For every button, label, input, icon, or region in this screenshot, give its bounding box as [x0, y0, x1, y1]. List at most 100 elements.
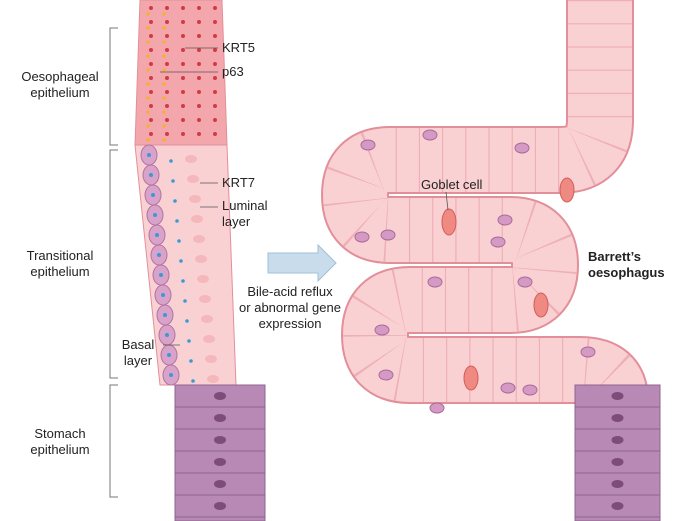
p63-marker [162, 96, 166, 100]
krt7-marker [163, 313, 167, 317]
krt7-marker [159, 273, 163, 277]
nucleus [214, 458, 226, 466]
p63-marker [162, 68, 166, 72]
p63-marker [162, 12, 166, 16]
krt7-marker [185, 319, 189, 323]
goblet-cell [559, 177, 575, 203]
luminal-nucleus [185, 155, 197, 163]
krt7-marker [157, 253, 161, 257]
krt5-marker [165, 76, 169, 80]
p63-marker [162, 110, 166, 114]
krt7-marker [183, 299, 187, 303]
stomach-epithelium-right [574, 384, 661, 521]
nucleus [380, 229, 396, 241]
p63-marker [162, 82, 166, 86]
krt5-marker [165, 90, 169, 94]
krt7-marker [175, 219, 179, 223]
krt7-marker [151, 193, 155, 197]
krt5-marker [197, 90, 201, 94]
nucleus [360, 139, 376, 151]
krt5-marker [149, 34, 153, 38]
p63-marker [162, 40, 166, 44]
p63-marker [146, 124, 150, 128]
krt7-marker [169, 373, 173, 377]
krt5-marker [149, 104, 153, 108]
krt7-marker [191, 379, 195, 383]
p63-marker [162, 124, 166, 128]
nucleus [611, 436, 624, 444]
label-krt7: KRT7 [222, 175, 255, 190]
label-goblet-cell: Goblet cell [421, 177, 483, 192]
krt5-marker [181, 118, 185, 122]
krt5-marker [181, 76, 185, 80]
krt5-marker [197, 6, 201, 10]
krt7-marker [153, 213, 157, 217]
krt5-marker [197, 62, 201, 66]
krt5-marker [165, 132, 169, 136]
krt5-marker [165, 118, 169, 122]
p63-marker [162, 138, 166, 142]
nucleus [354, 231, 370, 243]
leader-lines [160, 47, 449, 346]
stomach-epithelium-tissue [174, 384, 266, 521]
krt5-marker [149, 90, 153, 94]
krt5-marker [213, 20, 217, 24]
bracket-transitional [109, 149, 118, 379]
luminal-nucleus [207, 375, 219, 383]
krt5-marker [165, 34, 169, 38]
luminal-nucleus [189, 195, 201, 203]
krt5-marker [181, 6, 185, 10]
krt5-marker [197, 118, 201, 122]
krt5-marker [165, 48, 169, 52]
basal-layer-cells [140, 144, 219, 386]
goblet-cell [463, 365, 479, 391]
krt5-marker [165, 104, 169, 108]
krt5-marker [213, 48, 217, 52]
luminal-nucleus [193, 235, 205, 243]
nucleus [214, 414, 226, 422]
krt7-marker [177, 239, 181, 243]
krt5-marker [181, 62, 185, 66]
bracket-oesophageal [109, 27, 118, 146]
krt5-marker [181, 34, 185, 38]
nucleus [214, 480, 226, 488]
krt5-marker [197, 132, 201, 136]
krt5-marker [149, 20, 153, 24]
nucleus [611, 392, 624, 400]
goblet-cell [533, 292, 549, 318]
krt5-marker [213, 104, 217, 108]
barretts-oesophagus-tissue [320, 0, 649, 521]
krt5-marker [213, 62, 217, 66]
krt7-marker [171, 179, 175, 183]
krt7-marker [167, 353, 171, 357]
nucleus [517, 276, 533, 288]
p63-marker [146, 96, 150, 100]
krt5-marker [149, 132, 153, 136]
nucleus [429, 402, 445, 414]
krt5-marker [213, 76, 217, 80]
krt7-marker [155, 233, 159, 237]
krt5-marker [213, 34, 217, 38]
p63-marker [146, 82, 150, 86]
label-krt5: KRT5 [222, 40, 255, 55]
nucleus [611, 414, 624, 422]
nucleus [378, 369, 394, 381]
nucleus [500, 382, 516, 394]
krt5-marker [165, 6, 169, 10]
nucleus [422, 129, 438, 141]
krt7-marker [187, 339, 191, 343]
luminal-nucleus [191, 215, 203, 223]
krt7-marker [161, 293, 165, 297]
krt5-marker [149, 118, 153, 122]
luminal-nucleus [203, 335, 215, 343]
krt5-marker [213, 118, 217, 122]
p63-marker [146, 68, 150, 72]
krt7-marker [147, 153, 151, 157]
luminal-nucleus [197, 275, 209, 283]
